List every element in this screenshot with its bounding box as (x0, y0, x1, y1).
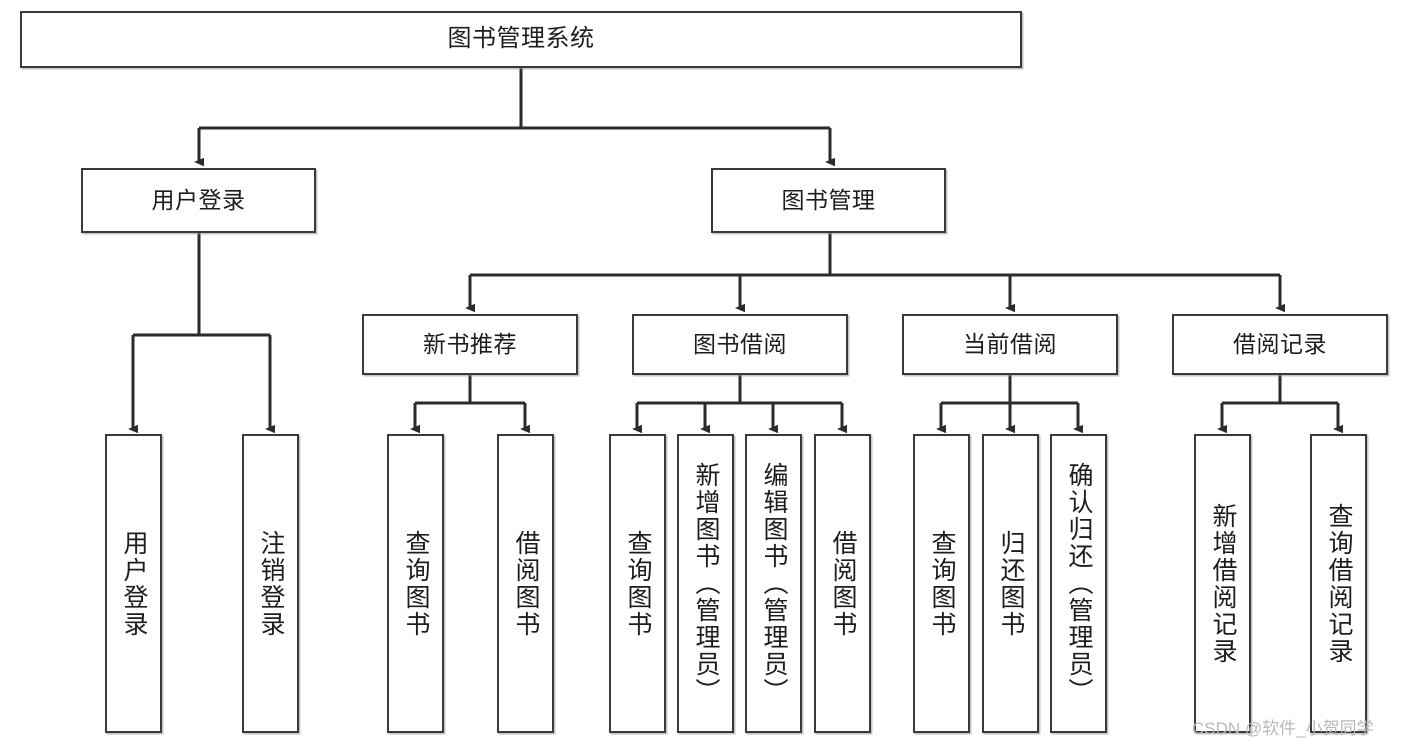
node-label: 查询图书 (624, 529, 652, 638)
leaf-query-borrow-record[interactable]: 查询借阅记录 (1310, 434, 1367, 733)
leaf-logout[interactable]: 注销登录 (242, 434, 299, 733)
leaf-add-borrow-record[interactable]: 新增借阅记录 (1194, 434, 1251, 733)
node-label: 新增图书（管理员） (692, 462, 720, 705)
node-book-management[interactable]: 图书管理 (711, 168, 946, 233)
leaf-confirm-return-admin[interactable]: 确认归还（管理员） (1050, 434, 1107, 733)
node-label: 新书推荐 (423, 330, 517, 357)
node-label: 借阅图书 (512, 529, 540, 638)
csdn-watermark: CSDN @软件_小贺同学 (1192, 719, 1374, 738)
leaf-add-book-admin[interactable]: 新增图书（管理员） (677, 434, 734, 733)
node-label: 新增借阅记录 (1209, 502, 1237, 665)
node-label: 注销登录 (257, 529, 285, 638)
node-user-login[interactable]: 用户登录 (81, 168, 316, 233)
node-new-book-recommendation[interactable]: 新书推荐 (362, 314, 578, 375)
leaf-query-book-borrowing[interactable]: 查询图书 (609, 434, 666, 733)
leaf-query-book-current[interactable]: 查询图书 (913, 434, 970, 733)
leaf-borrow-book[interactable]: 借阅图书 (814, 434, 871, 733)
node-label: 当前借阅 (963, 330, 1057, 357)
leaf-edit-book-admin[interactable]: 编辑图书（管理员） (745, 434, 802, 733)
node-label: 查询借阅记录 (1325, 502, 1353, 665)
node-label: 借阅记录 (1233, 330, 1327, 357)
node-label: 归还图书 (997, 529, 1025, 638)
node-label: 用户登录 (151, 186, 246, 213)
node-borrowing-records[interactable]: 借阅记录 (1172, 314, 1388, 375)
node-label: 图书借阅 (693, 330, 787, 357)
leaf-query-book-recommendation[interactable]: 查询图书 (387, 434, 444, 733)
leaf-return-book[interactable]: 归还图书 (982, 434, 1039, 733)
node-book-borrowing[interactable]: 图书借阅 (632, 314, 848, 375)
node-label: 查询图书 (402, 529, 430, 638)
leaf-user-login[interactable]: 用户登录 (105, 434, 162, 733)
node-label: 图书管理系统 (447, 25, 595, 53)
node-label: 图书管理 (781, 186, 876, 213)
node-label: 编辑图书（管理员） (760, 462, 788, 705)
node-current-borrowing[interactable]: 当前借阅 (902, 314, 1118, 375)
node-root-system[interactable]: 图书管理系统 (20, 11, 1022, 68)
leaf-borrow-book-recommendation[interactable]: 借阅图书 (497, 434, 554, 733)
node-label: 借阅图书 (829, 529, 857, 638)
node-label: 确认归还（管理员） (1065, 462, 1093, 705)
node-label: 用户登录 (120, 529, 148, 638)
node-label: 查询图书 (928, 529, 956, 638)
